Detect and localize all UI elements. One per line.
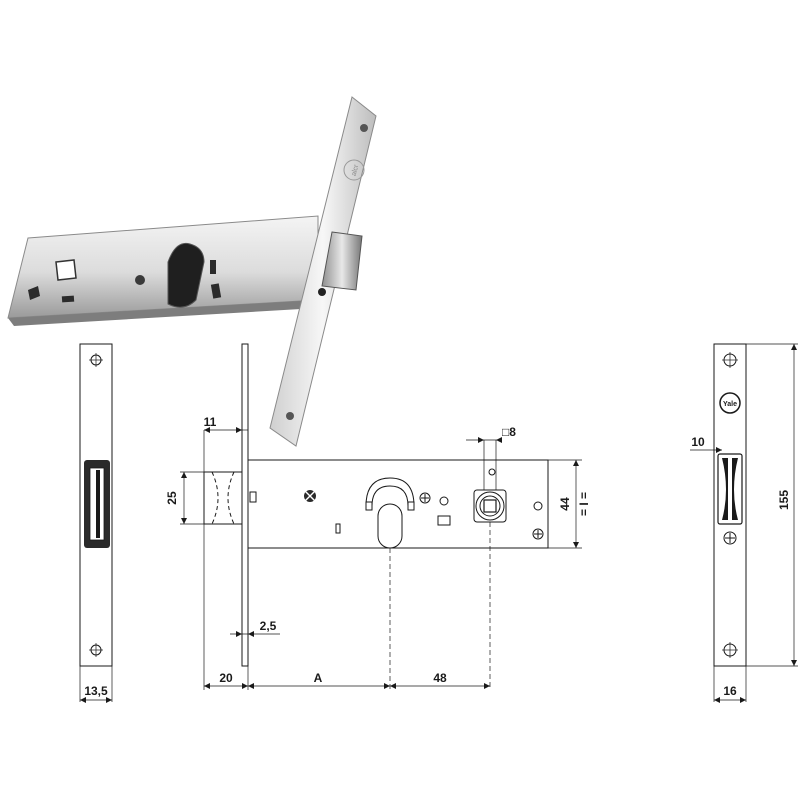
photo-small-slot (28, 286, 40, 300)
right-latch-window (717, 453, 743, 525)
photo-logo-text: alcr (351, 163, 361, 176)
front-cylinder-hole (365, 477, 415, 507)
photo-logo-circle (343, 159, 365, 181)
front-small-hole (439, 496, 449, 506)
dim-latch-label: 10 (691, 435, 705, 449)
front-cross-screw-right (532, 528, 544, 540)
dim-a-label: A (314, 671, 323, 685)
front-faceplate (241, 343, 249, 667)
photo-faceplate-screw-bottom (286, 412, 294, 420)
right-side-view: Yale 10 155 16 (690, 343, 798, 703)
dim-faceplate-label: 11 (204, 415, 217, 429)
front-latch-bolt (203, 471, 243, 525)
dim-cylinder-height-label: 25 (165, 491, 179, 505)
left-width-label: 13,5 (84, 684, 108, 698)
dim-square-label: □8 (502, 425, 516, 439)
photo-latch-pin (318, 288, 326, 296)
front-small-rect (437, 515, 451, 526)
photo-cam-slot-2 (210, 283, 222, 299)
photo-faceplate-screw-top (360, 124, 368, 132)
right-cross-screw (723, 531, 737, 545)
photo-cam-slot (210, 260, 216, 274)
front-cylinder-cam (371, 485, 409, 507)
dim-body-height-label: 44 (558, 497, 572, 511)
front-cylinder-body (377, 503, 403, 549)
front-latch-stub (249, 491, 257, 503)
front-cross-screw (419, 492, 431, 504)
dim-height-label: 155 (777, 490, 791, 510)
lock-photo: alcr (7, 96, 377, 447)
dim-faceplate-thickness-label: 2,5 (260, 619, 277, 633)
photo-small-slot-2 (61, 295, 75, 303)
dim-equal-label: = I = (577, 492, 591, 516)
dim-backset-label: 20 (219, 671, 233, 685)
photo-latch (321, 231, 363, 291)
photo-screw-hole (135, 275, 145, 285)
right-logo-circle (719, 392, 741, 414)
right-width-label: 16 (723, 684, 737, 698)
front-follower-square (483, 499, 497, 513)
right-logo-text: Yale (723, 401, 737, 408)
front-follower-hole-top (488, 468, 496, 476)
front-hole-right (533, 501, 543, 511)
photo-faceplate (269, 96, 377, 447)
front-view: 11 25 □8 44 = I = 2,5 (165, 343, 591, 690)
front-follower-ring (475, 491, 505, 521)
dim-distance-label: 48 (433, 671, 447, 685)
photo-follower-hole (55, 259, 77, 281)
left-side-view: 13,5 (79, 343, 113, 703)
right-latch (722, 458, 728, 520)
photo-lock-body-bottom (8, 300, 318, 326)
front-small-slot (335, 523, 341, 534)
photo-cylinder-hole (167, 242, 205, 308)
